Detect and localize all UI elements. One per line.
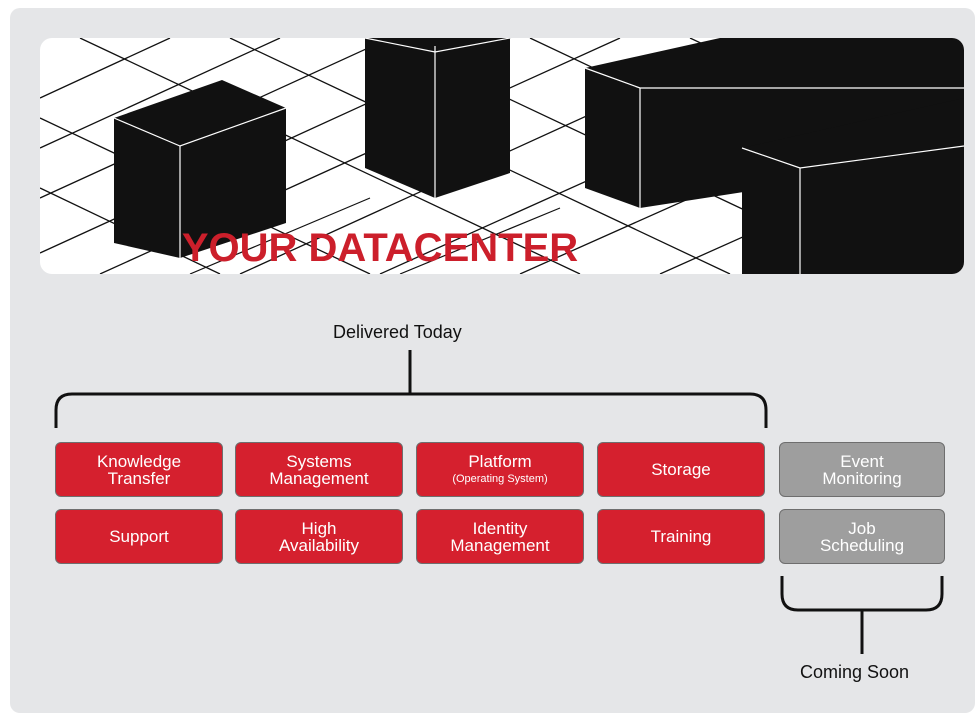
- delivered-today-bracket: [54, 350, 768, 428]
- box-line: Management: [450, 535, 550, 555]
- box-line: Transfer: [107, 468, 171, 488]
- box-platform: Platform (Operating System): [416, 442, 584, 497]
- box-line: Monitoring: [822, 468, 902, 488]
- box-systems-management: Systems Management: [235, 442, 403, 497]
- box-line: High: [301, 518, 337, 538]
- box-line: Management: [269, 468, 369, 488]
- box-line: Systems: [286, 451, 352, 471]
- box-line: Identity: [472, 518, 528, 538]
- box-high-availability: High Availability: [235, 509, 403, 564]
- box-storage: Storage: [597, 442, 765, 497]
- box-support: Support: [55, 509, 223, 564]
- coming-soon-bracket: [780, 576, 944, 654]
- coming-soon-label: Coming Soon: [800, 662, 910, 682]
- box-knowledge-transfer: Knowledge Transfer: [55, 442, 223, 497]
- datacenter-banner: YOUR DATACENTER: [40, 38, 964, 274]
- box-job-scheduling: Job Scheduling: [779, 509, 945, 564]
- box-identity-management: Identity Management: [416, 509, 584, 564]
- datacenter-illustration: [40, 38, 964, 274]
- box-line: Support: [109, 527, 169, 546]
- box-line: Platform: [468, 452, 532, 471]
- delivered-today-label: Delivered Today: [333, 322, 462, 342]
- box-subtitle: (Operating System): [452, 473, 548, 485]
- banner-title: YOUR DATACENTER: [181, 226, 579, 270]
- box-line: Job: [848, 518, 876, 538]
- box-line: Scheduling: [819, 535, 905, 555]
- box-line: Event: [840, 451, 884, 471]
- box-line: Storage: [651, 460, 711, 479]
- box-line: Training: [650, 527, 712, 546]
- box-event-monitoring: Event Monitoring: [779, 442, 945, 497]
- box-training: Training: [597, 509, 765, 564]
- box-line: Availability: [278, 535, 359, 555]
- box-line: Knowledge: [96, 451, 182, 471]
